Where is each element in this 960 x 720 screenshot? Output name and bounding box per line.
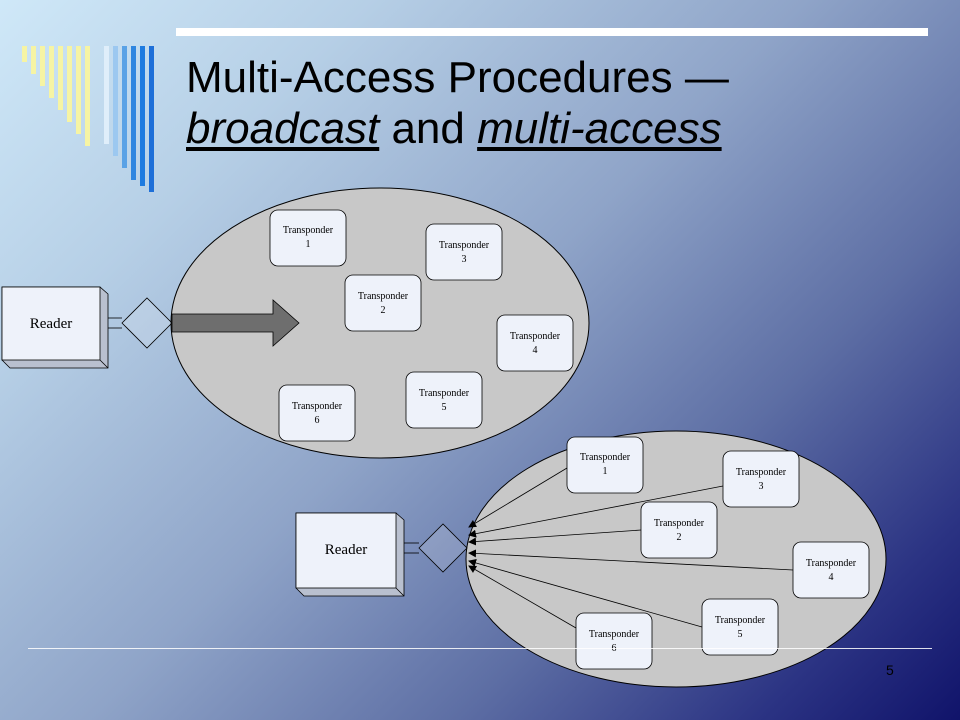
top-transponder-3: Transponder 3	[425, 223, 503, 281]
multi-access-diagram: Reader Transponder 1	[295, 430, 887, 688]
bottom-transponder-4: Transponder 4	[792, 541, 870, 599]
bottom-transponder-1-number: 1	[603, 466, 608, 477]
bottom-antenna	[404, 523, 468, 573]
bottom-transponder-6: Transponder 6	[575, 612, 653, 670]
bottom-rule	[28, 648, 932, 649]
title-line1: Multi-Access Procedures —	[186, 53, 729, 102]
top-transponder-5-number: 5	[442, 402, 447, 413]
top-transponder-3-number: 3	[462, 254, 467, 265]
bottom-transponder-1: Transponder 1	[566, 436, 644, 494]
slide-title: Multi-Access Procedures — broadcast and …	[186, 52, 906, 154]
top-transponder-3-label: Transponder	[439, 240, 490, 251]
top-transponder-4: Transponder 4	[496, 314, 574, 372]
top-transponder-6: Transponder 6	[278, 384, 356, 442]
response-arrows	[468, 467, 794, 629]
title-broadcast: broadcast	[186, 104, 380, 153]
bottom-reader-box: Reader	[295, 512, 405, 597]
broadcast-arrow	[171, 299, 300, 347]
bottom-transponder-3-number: 3	[759, 481, 764, 492]
top-transponder-5: Transponder 5	[405, 371, 483, 429]
top-reader-label: Reader	[30, 316, 72, 332]
bottom-transponder-5-number: 5	[738, 629, 743, 640]
bottom-transponder-4-label: Transponder	[806, 558, 857, 569]
page-number: 5	[886, 662, 894, 678]
bottom-transponder-3: Transponder 3	[722, 450, 800, 508]
bottom-transponder-3-label: Transponder	[736, 467, 787, 478]
bottom-transponder-5: Transponder 5	[701, 598, 779, 656]
bottom-transponder-5-label: Transponder	[715, 615, 766, 626]
top-transponder-5-label: Transponder	[419, 388, 470, 399]
title-multi-access: multi-access	[477, 104, 722, 153]
bottom-transponder-6-label: Transponder	[589, 629, 640, 640]
bottom-transponder-2-number: 2	[677, 532, 682, 543]
decorative-bars	[22, 46, 154, 192]
bottom-reader-label: Reader	[325, 542, 367, 558]
top-transponder-2-number: 2	[381, 305, 386, 316]
top-transponder-6-label: Transponder	[292, 401, 343, 412]
top-antenna	[108, 297, 173, 349]
top-transponder-4-label: Transponder	[510, 331, 561, 342]
top-transponder-4-number: 4	[533, 345, 538, 356]
top-transponder-1: Transponder 1	[269, 209, 347, 267]
top-reader-box: Reader	[1, 286, 109, 369]
top-rule	[176, 28, 928, 36]
top-transponder-6-number: 6	[315, 415, 320, 426]
top-transponder-2-label: Transponder	[358, 291, 409, 302]
broadcast-diagram: Reader Transponder 1 Transponder 2 Trans	[1, 187, 590, 459]
top-transponder-2: Transponder 2	[344, 274, 422, 332]
bottom-transponder-1-label: Transponder	[580, 452, 631, 463]
bottom-transponder-2-label: Transponder	[654, 518, 705, 529]
bottom-transponder-4-number: 4	[829, 572, 834, 583]
title-and: and	[379, 104, 478, 153]
top-transponder-1-label: Transponder	[283, 225, 334, 236]
top-transponder-1-number: 1	[306, 239, 311, 250]
bottom-transponder-2: Transponder 2	[640, 501, 718, 559]
